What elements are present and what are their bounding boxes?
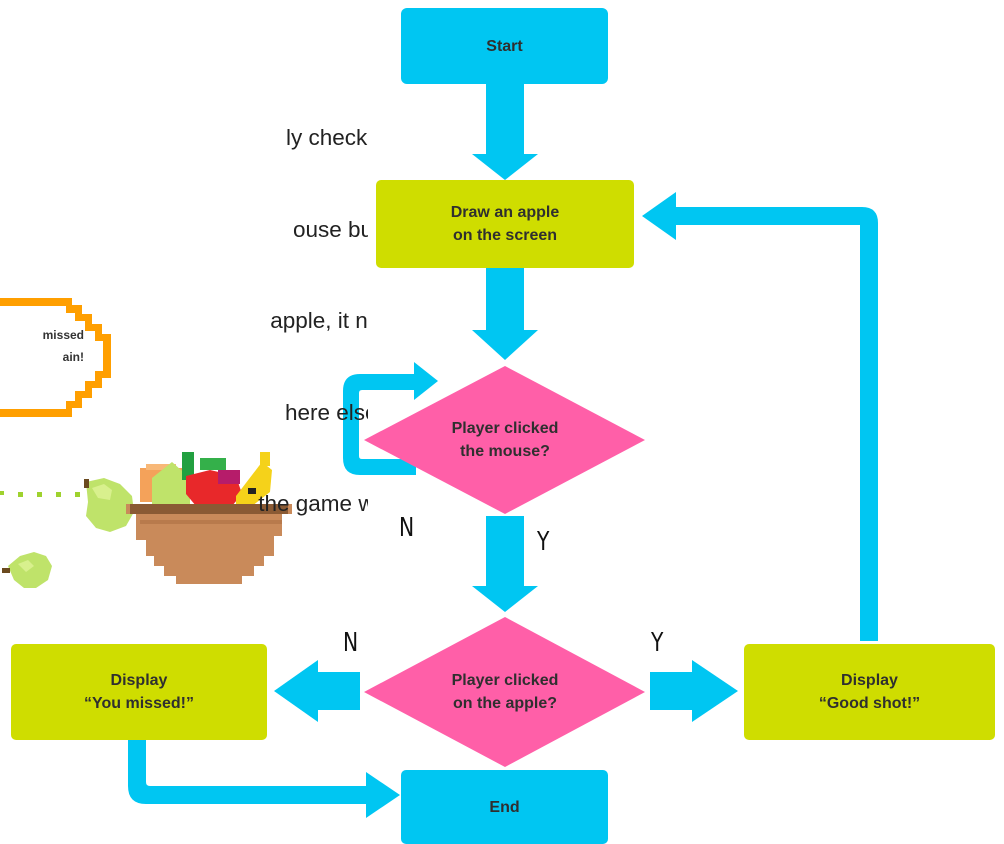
decision-apple-line: Player clicked	[451, 672, 559, 689]
speech-bubble-text: missed ain!	[0, 324, 84, 368]
decision-apple-node	[364, 617, 645, 767]
arrowhead-start-to-draw	[472, 154, 538, 180]
decision-mouse-line: Player clicked	[451, 420, 559, 437]
display-missed-label: Display “You missed!”	[11, 644, 267, 740]
decision-mouse-line: the mouse?	[460, 443, 550, 460]
fruit-basket-icon	[126, 452, 292, 584]
decision-mouse-label: Player clicked the mouse?	[405, 400, 605, 480]
arrowhead-mouse-no-loop	[414, 362, 438, 400]
draw-apple-line: on the screen	[452, 227, 558, 244]
start-text: Start	[486, 37, 523, 55]
label-no-apple: N	[343, 628, 359, 658]
start-node	[401, 8, 608, 84]
display-good-line: “Good shot!”	[818, 695, 921, 712]
connector-draw-to-mouse	[486, 268, 524, 334]
decision-apple-line: on the apple?	[453, 695, 557, 712]
draw-apple-label: Draw an apple on the screen	[376, 180, 634, 268]
connector-mouse-to-apple	[486, 516, 524, 588]
pear-icon	[84, 478, 134, 532]
intro-line: apple, it needs to be	[270, 308, 368, 333]
intro-line: ly checking whether	[286, 125, 368, 150]
speech-bubble-line: ain!	[62, 350, 84, 364]
label-no-mouse: N	[399, 513, 415, 543]
end-label: End	[401, 770, 608, 844]
end-text: End	[489, 798, 520, 816]
decision-apple-label: Player clicked on the apple?	[405, 652, 605, 732]
label-yes-mouse: Y	[537, 527, 550, 557]
connector-start-to-draw	[486, 84, 524, 158]
display-missed-line: “You missed!”	[84, 695, 194, 712]
display-missed-node	[11, 644, 267, 740]
end-node	[401, 770, 608, 844]
connector-mouse-no-loop	[343, 374, 416, 475]
connector-apple-no	[314, 672, 360, 710]
dotted-trail	[0, 491, 80, 497]
draw-apple-node	[376, 180, 634, 268]
start-label: Start	[401, 8, 608, 84]
display-good-label: Display “Good shot!”	[744, 644, 995, 740]
display-good-node	[744, 644, 995, 740]
intro-line: ouse button. Every	[293, 216, 368, 242]
connector-apple-yes	[650, 672, 696, 710]
connector-good-to-draw	[673, 207, 878, 641]
connector-missed-to-end	[128, 740, 370, 804]
display-missed-line: Display	[110, 672, 168, 689]
arrowhead-apple-yes	[692, 660, 738, 722]
decision-mouse-node	[364, 366, 645, 514]
draw-apple-line: Draw an apple	[450, 204, 560, 221]
pear-icon	[2, 552, 52, 588]
arrowhead-good-to-draw	[642, 192, 676, 240]
intro-paragraph: ly checking whether ouse button. Every a…	[0, 62, 368, 550]
arrowhead-missed-to-end	[366, 772, 400, 818]
intro-line: the game will end.	[258, 491, 368, 516]
label-yes-apple: Y	[651, 628, 664, 658]
arrowhead-mouse-to-apple	[472, 586, 538, 612]
intro-line: here else on the screen.	[285, 399, 368, 425]
speech-bubble-line: missed	[42, 328, 84, 342]
arrowhead-draw-to-mouse	[472, 330, 538, 360]
display-good-line: Display	[841, 672, 898, 689]
arrowhead-apple-no	[274, 660, 318, 722]
